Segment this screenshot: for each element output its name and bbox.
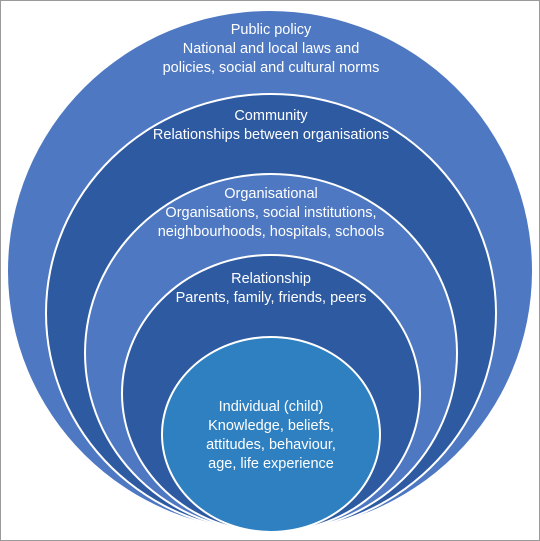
community-title: Community bbox=[234, 108, 308, 124]
individual-line-2: attitudes, behaviour, bbox=[206, 437, 336, 453]
public-policy-title: Public policy bbox=[230, 22, 312, 38]
community-label: Community Relationships between organisa… bbox=[1, 107, 539, 145]
individual-line-3: age, life experience bbox=[208, 456, 334, 472]
organisational-line-2: neighbourhoods, hospitals, schools bbox=[157, 224, 385, 240]
individual-title: Individual (child) bbox=[218, 399, 324, 415]
relationship-label: Relationship Parents, family, friends, p… bbox=[1, 270, 539, 308]
relationship-title: Relationship bbox=[231, 271, 311, 287]
public-policy-line-1: National and local laws and bbox=[182, 41, 360, 57]
relationship-line-1: Parents, family, friends, peers bbox=[175, 290, 367, 306]
individual-circle bbox=[161, 336, 381, 533]
individual-line-1: Knowledge, beliefs, bbox=[208, 418, 334, 434]
organisational-label: Organisational Organisations, social ins… bbox=[1, 185, 539, 242]
organisational-title: Organisational bbox=[224, 186, 318, 202]
individual-label: Individual (child) Knowledge, beliefs, a… bbox=[1, 398, 539, 474]
public-policy-line-2: policies, social and cultural norms bbox=[162, 60, 380, 76]
public-policy-label: Public policy National and local laws an… bbox=[1, 21, 539, 78]
community-line-1: Relationships between organisations bbox=[152, 127, 390, 143]
organisational-line-1: Organisations, social institutions, bbox=[165, 205, 377, 221]
